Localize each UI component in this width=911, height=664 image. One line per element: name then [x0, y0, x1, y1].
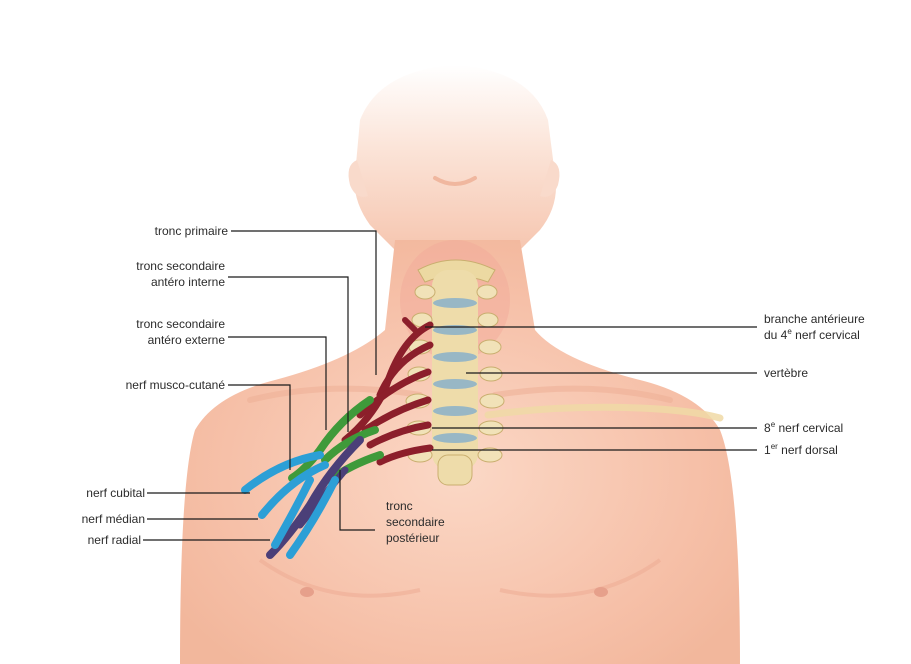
label-nerf-radial: nerf radial — [20, 532, 141, 548]
label-vertebre: vertèbre — [764, 365, 808, 381]
head — [349, 65, 560, 250]
label-tronc-secondaire-posterieur: tronc secondaire postérieur — [386, 498, 445, 546]
label-nerf-median: nerf médian — [20, 511, 145, 527]
label-tronc-primaire: tronc primaire — [110, 223, 228, 239]
label-tronc-secondaire-antero-interne: tronc secondaire antéro interne — [80, 258, 225, 290]
label-8e-nerf-cervical: 8e nerf cervical — [764, 420, 843, 436]
label-nerf-cubital: nerf cubital — [20, 485, 145, 501]
label-1er-nerf-dorsal: 1er nerf dorsal — [764, 442, 838, 458]
label-nerf-musculo-cutane: nerf musco-cutané — [60, 377, 225, 393]
label-tronc-secondaire-antero-externe: tronc secondaire antéro externe — [80, 316, 225, 348]
label-branche-anterieure: branche antérieure du 4e nerf cervical — [764, 311, 865, 343]
